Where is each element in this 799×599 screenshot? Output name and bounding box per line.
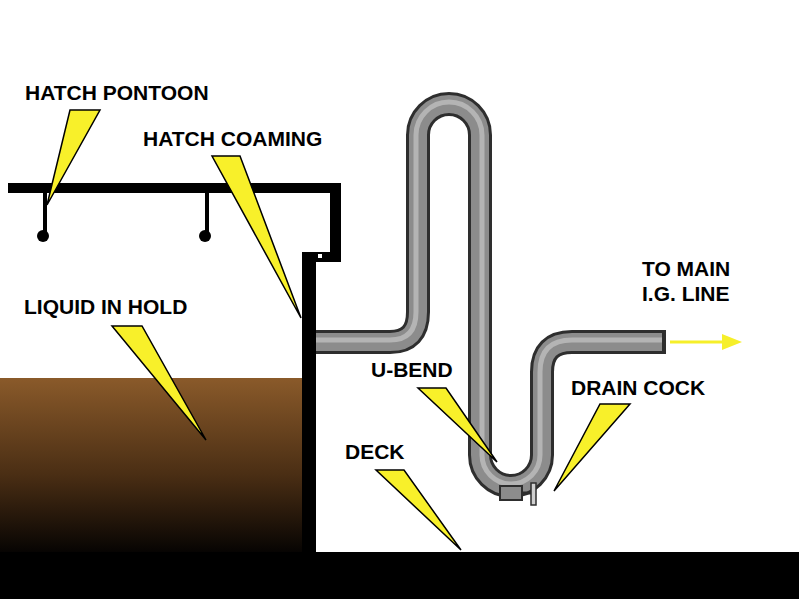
callout-pointers — [47, 110, 630, 550]
drain-cock — [500, 483, 536, 505]
part-label: HATCH COAMING — [143, 126, 322, 151]
flow-arrow — [670, 334, 742, 350]
stiffener-bulb — [199, 230, 211, 242]
liquid — [0, 378, 304, 554]
deck — [0, 552, 799, 599]
part-label: DRAIN COCK — [571, 375, 705, 400]
part-label: DECK — [345, 439, 405, 464]
hatch-coaming — [302, 183, 341, 554]
pipe-end — [662, 330, 666, 354]
pontoon-stiffeners — [45, 193, 207, 232]
flow-label: TO MAIN I.G. LINE — [642, 256, 764, 306]
ig-pipe — [316, 102, 664, 486]
stiffener-bulb — [37, 230, 49, 242]
part-label: HATCH PONTOON — [25, 80, 209, 105]
coaming-detail — [318, 254, 322, 258]
part-label: LIQUID IN HOLD — [24, 294, 187, 319]
part-label: U-BEND — [371, 357, 453, 382]
